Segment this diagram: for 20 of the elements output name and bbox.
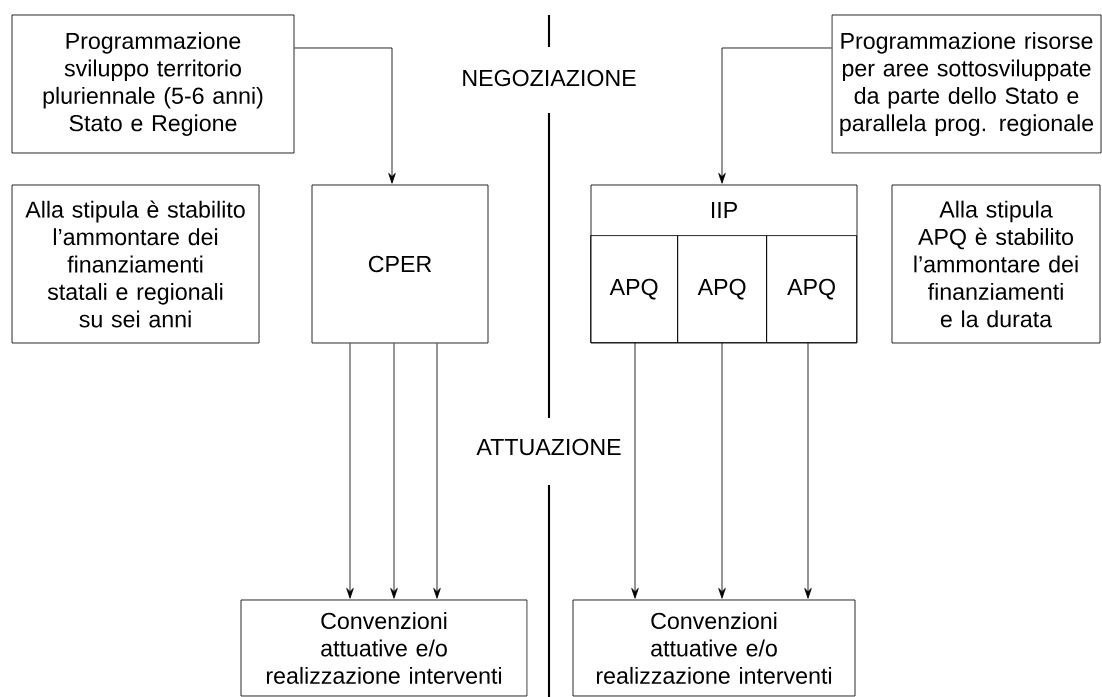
process-cell: APQ [677, 235, 768, 343]
arrow [631, 342, 639, 599]
text-box: Alla stipula APQ è stabilito l’ammontare dei finanziamenti e la durata [891, 184, 1101, 344]
process-cell: APQ [590, 235, 679, 343]
arrow [390, 343, 398, 599]
text-box: Programmazione risorse per aree sottosviluppate da parte dello Stato e parallela prog. regionale [831, 14, 1102, 154]
process-cell: APQ [766, 235, 857, 343]
arrow [718, 47, 833, 184]
arrow [804, 342, 812, 599]
phase-label: ATTUAZIONE [473, 436, 625, 458]
arrow [433, 343, 441, 599]
phase-label: NEGOZIAZIONE [458, 66, 640, 89]
arrow [718, 342, 726, 599]
process-box: Convenzioni attuative e/o realizzazione interventi [572, 599, 856, 697]
arrow [346, 343, 354, 599]
text-box: Programmazione sviluppo territorio pluriennale (5-6 anni) Stato e Regione [11, 14, 295, 154]
process-box: Convenzioni attuative e/o realizzazione interventi [240, 599, 528, 697]
text-box: Alla stipula è stabilito l’ammontare dei finanziamenti statali e regionali su sei anni [11, 184, 260, 344]
process-box: CPER [311, 184, 489, 344]
arrow [294, 47, 396, 184]
